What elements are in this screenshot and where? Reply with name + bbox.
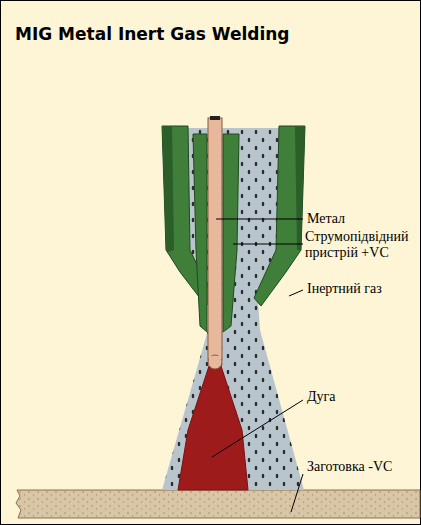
welding-arc: [178, 366, 248, 490]
part-label: Інертний газ: [307, 281, 382, 297]
part-label: Метал: [307, 211, 345, 227]
leader-line: [212, 219, 303, 512]
workpiece: [16, 490, 420, 518]
part-label: Струмопідвідний пристрій +VC: [305, 229, 417, 261]
part-label: Заготовка -VC: [307, 459, 392, 475]
part-label: Дуга: [307, 389, 336, 405]
wire-electrode: [208, 116, 222, 369]
diagram-title: MIG Metal Inert Gas Welding: [15, 24, 290, 44]
